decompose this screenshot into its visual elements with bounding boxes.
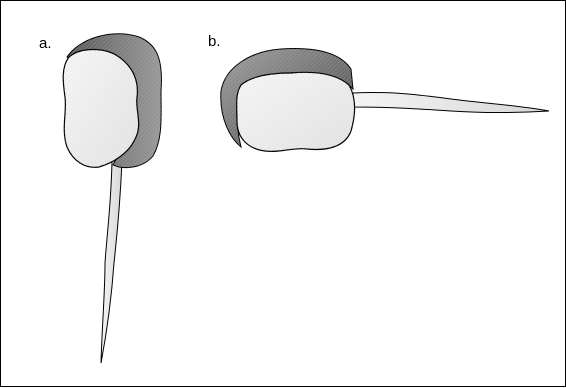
tail-b [353,92,549,112]
tail-a [101,161,122,363]
sperm-cell-face-view [63,34,161,363]
head-face-hatch-a [63,50,138,168]
sperm-cell-side-view [221,49,549,152]
head-face-hatch-b [237,72,355,151]
